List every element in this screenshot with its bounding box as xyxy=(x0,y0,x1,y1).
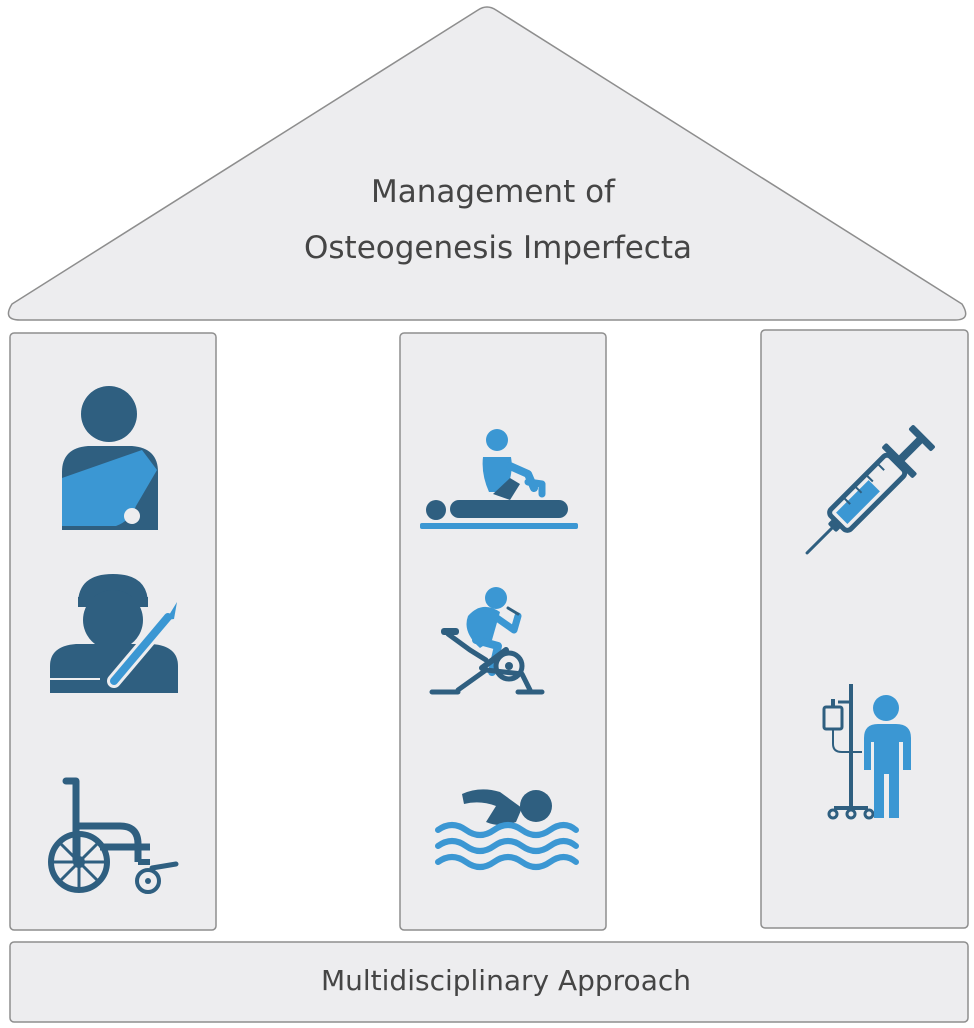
syringe-icon xyxy=(805,425,935,555)
pillar-center xyxy=(399,332,607,931)
exercise-bike-icon xyxy=(429,587,545,695)
base-label: Multidisciplinary Approach xyxy=(321,964,691,997)
arm-sling-patient-icon xyxy=(62,386,158,530)
iv-drip-patient-icon xyxy=(822,684,911,820)
roof: Management of Osteogenesis Imperfecta xyxy=(7,6,967,321)
roof-title-line-1: Management of xyxy=(371,174,616,210)
wheelchair-icon xyxy=(48,777,179,894)
surgeon-scalpel-icon xyxy=(50,574,178,693)
pillar-right xyxy=(760,329,969,929)
swimming-icon xyxy=(435,789,579,870)
roof-shape xyxy=(7,6,967,321)
base-bar: Multidisciplinary Approach xyxy=(9,941,969,1023)
physiotherapy-icon xyxy=(420,429,578,529)
roof-title-line-2: Osteogenesis Imperfecta xyxy=(304,230,692,266)
base-plate xyxy=(9,941,969,1023)
